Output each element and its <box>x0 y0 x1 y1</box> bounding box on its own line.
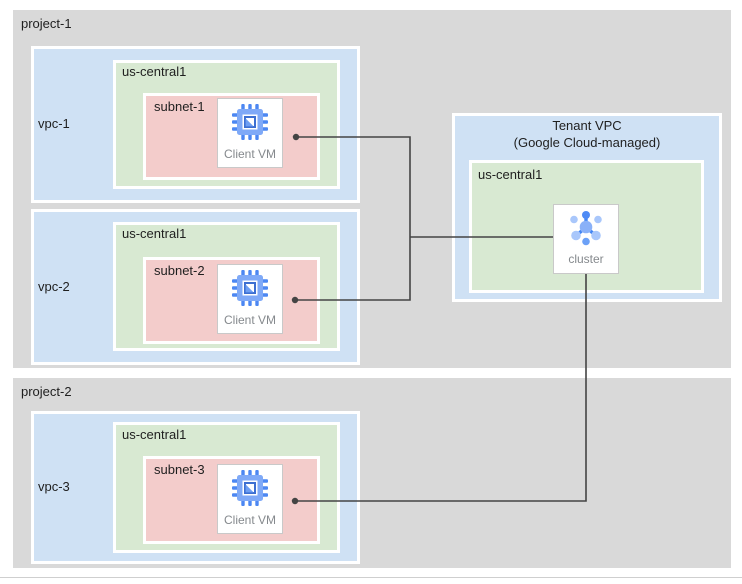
cluster-label: cluster <box>568 252 604 266</box>
client-vm-1-label: Client VM <box>223 147 276 161</box>
client-vm-3-label: Client VM <box>223 513 276 527</box>
vpc-1-label: vpc-1 <box>38 116 70 131</box>
subnet-2-label: subnet-2 <box>154 263 205 278</box>
compute-engine-icon <box>232 270 268 306</box>
subnet-3-label: subnet-3 <box>154 462 205 477</box>
compute-engine-icon <box>232 470 268 506</box>
vpc-3-region-label: us-central1 <box>122 427 187 442</box>
vpc-2-region-label: us-central1 <box>122 226 187 241</box>
client-vm-2-label: Client VM <box>223 313 276 327</box>
tenant-vpc-title-line1: Tenant VPC <box>552 118 622 133</box>
vpc-3-label: vpc-3 <box>38 479 70 494</box>
tenant-vpc-title: Tenant VPC (Google Cloud-managed) <box>452 117 722 151</box>
tenant-vpc-title-line2: (Google Cloud-managed) <box>513 135 661 150</box>
cluster-icon <box>570 211 602 246</box>
bottom-divider <box>0 577 742 578</box>
project-2-label: project-2 <box>21 384 72 399</box>
vpc-1-region-label: us-central1 <box>122 64 187 79</box>
compute-engine-icon <box>232 104 268 140</box>
vpc-2-label: vpc-2 <box>38 279 70 294</box>
tenant-region-label: us-central1 <box>478 167 543 182</box>
subnet-1-label: subnet-1 <box>154 99 205 114</box>
project-1-label: project-1 <box>21 16 72 31</box>
